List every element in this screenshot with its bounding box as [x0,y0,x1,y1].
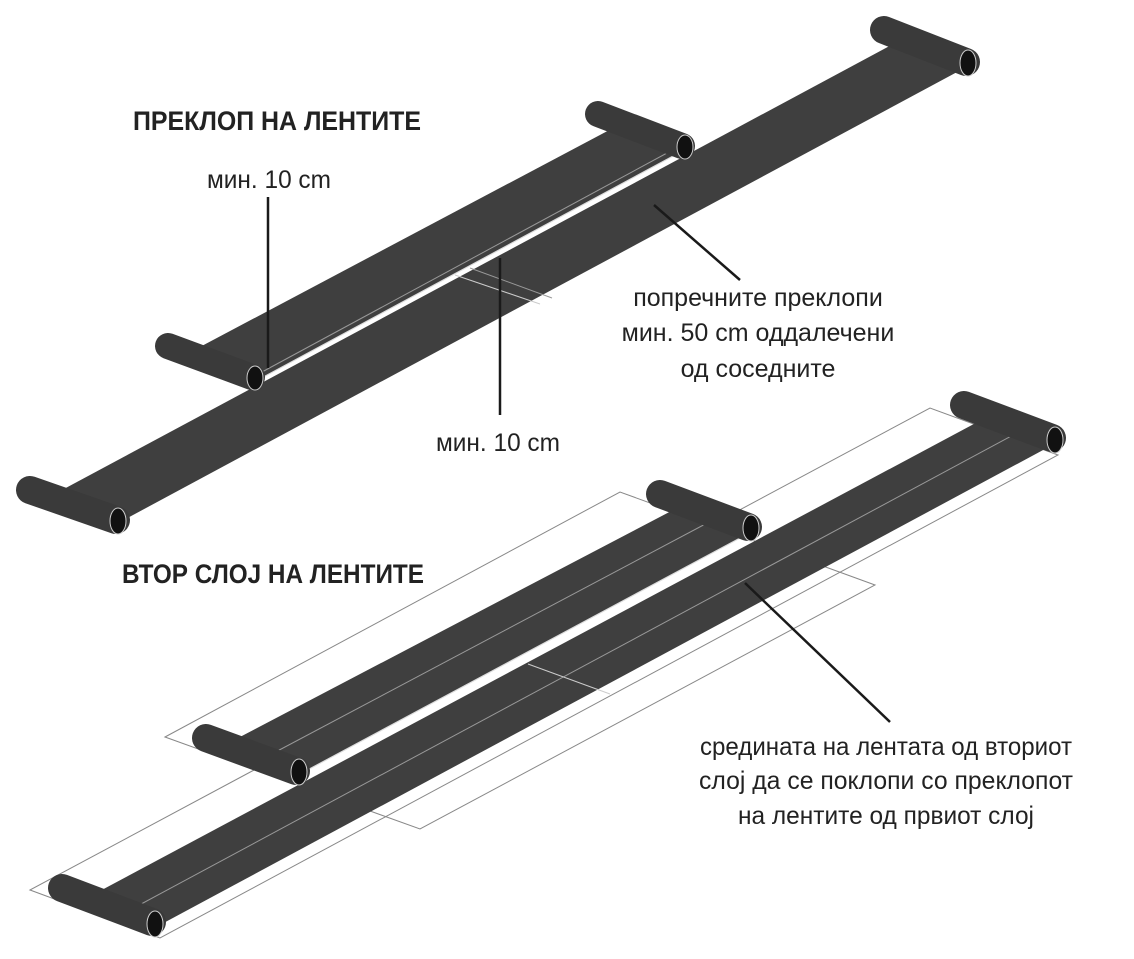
membrane-strip-lower [62,34,972,522]
note-line: попречните преклопи [633,284,883,312]
note-line: средината на лентата од вториот [700,733,1073,761]
membrane-strip-upper [198,118,688,381]
end-overlap-line [527,663,611,695]
first-layer-diagram: ПРЕКЛОП НА ЛЕНТИТЕ мин. 10 cm мин. 10 cm… [16,16,980,535]
leader-line [744,582,891,723]
end-overlap-label: мин. 10 cm [436,429,560,457]
membrane-roll [192,724,310,786]
roll-end [676,134,694,160]
center-line [267,511,729,757]
membrane-roll [950,391,1066,454]
overlap-edge-line [261,145,681,373]
roll-end [246,365,264,391]
second-layer-diagram: ВТОР СЛОЈ НА ЛЕНТИТЕ средината на лентат… [28,391,1074,939]
membrane-roll [646,480,762,542]
roll-end [146,910,164,938]
center-line [129,425,1031,911]
membrane-roll [155,333,265,391]
membrane-roll [16,476,130,535]
note-line: мин. 50 cm оддалечени [622,319,895,347]
membrane-roll [585,101,695,160]
end-overlap-line [469,267,553,299]
roll-end [959,49,977,77]
overlap-edge-line [299,529,756,775]
roll-end [290,758,308,786]
roll-end [1046,426,1064,454]
end-overlap-line [454,274,541,305]
roll-end [742,514,760,542]
note-line: од соседните [681,355,836,383]
membrane-roll [870,16,980,77]
note-line: слој да се поклопи со преклопот [699,767,1074,795]
roll-end [109,507,127,535]
side-overlap-label: мин. 10 cm [207,166,331,194]
note-line: на лентите од првиот слој [738,802,1034,830]
membrane-roll [48,874,166,938]
membrane-strip-lower [98,410,1058,926]
section-title: ВТОР СЛОЈ НА ЛЕНТИТЕ [122,559,424,589]
overlap-edge-line [255,147,689,382]
section-title: ПРЕКЛОП НА ЛЕНТИТЕ [133,106,421,136]
leader-line [653,204,741,281]
